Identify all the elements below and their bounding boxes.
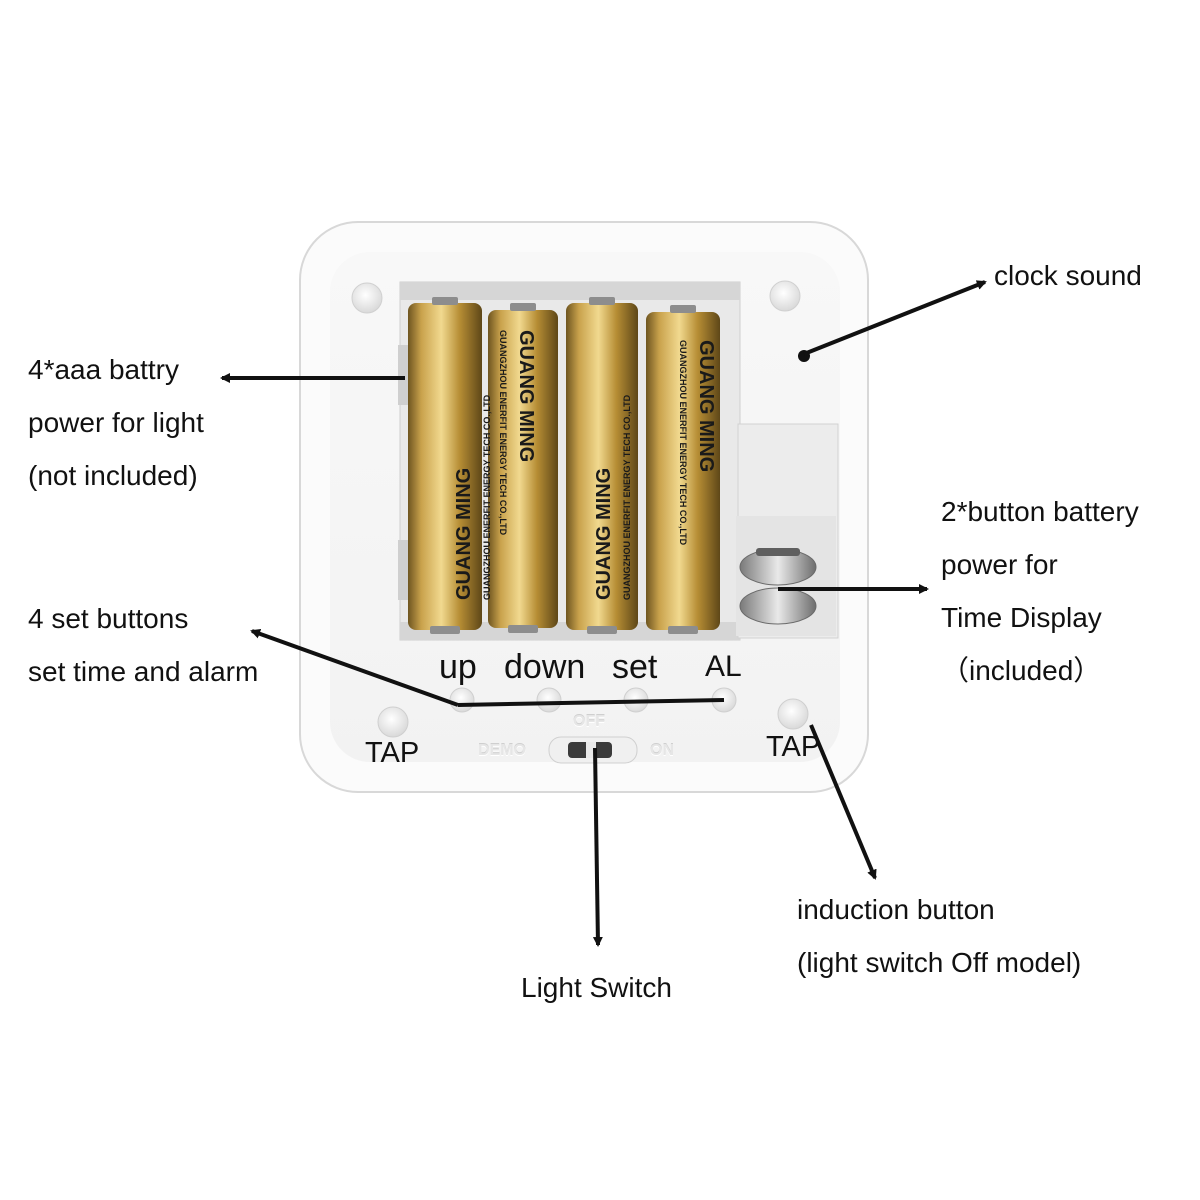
arrow-set-buttons-line — [457, 698, 725, 707]
clock-sound-label: clock sound — [994, 260, 1142, 291]
down-button[interactable] — [536, 687, 562, 713]
arrow-clock-sound — [803, 280, 987, 356]
battery-maker-text: GUANGZHOU ENERFIT ENERGY TECH CO.,LTD — [622, 394, 632, 600]
battery-brand-text: GUANG MING — [515, 330, 537, 462]
battery-maker-text: GUANGZHOU ENERFIT ENERGY TECH CO.,LTD — [678, 340, 688, 546]
aaa-battery — [566, 297, 638, 634]
battery-maker-text: GUANGZHOU ENERFIT ENERGY TECH CO.,LTD — [482, 394, 492, 600]
set-button-label: set — [612, 648, 658, 686]
battery-brand-text: GUANG MING — [453, 468, 475, 600]
up-button-label: up — [439, 648, 477, 686]
induction-button-label-line1: induction button — [797, 894, 995, 925]
arrow-light-switch — [592, 747, 603, 947]
case-screw-boss — [351, 282, 383, 314]
tap-right-label: TAP — [766, 731, 821, 763]
button-cell — [739, 587, 817, 625]
set-buttons-label-line2: set time and alarm — [28, 656, 259, 687]
battery-printing: GUANG MING GUANGZHOU ENERFIT ENERGY TECH… — [453, 330, 717, 600]
light-switch-label: Light Switch — [521, 972, 672, 1003]
battery-brand-text: GUANG MING — [695, 340, 717, 472]
tap-left-button[interactable] — [377, 706, 409, 738]
aaa-batteries — [408, 297, 720, 634]
battery-maker-text: GUANGZHOU ENERFIT ENERGY TECH CO.,LTD — [498, 330, 508, 536]
arrow-induction-button — [809, 724, 877, 880]
arrow-set-buttons — [250, 628, 459, 707]
button-battery-label-line3: Time Display — [941, 602, 1102, 633]
callout-arrows — [220, 280, 987, 947]
induction-button-label-line2: (light switch Off model) — [797, 947, 1082, 978]
up-button[interactable] — [449, 687, 475, 713]
aaa-battery-label-line1: 4*aaa battry — [28, 354, 179, 385]
alarm-button-label: AL — [705, 650, 742, 683]
tap-left-label: TAP — [365, 737, 420, 769]
switch-on-marking: ON — [650, 742, 674, 759]
aaa-battery — [488, 303, 558, 633]
button-battery-label-line1: 2*button battery — [941, 496, 1139, 527]
button-battery-compartment — [736, 423, 839, 639]
aaa-battery — [646, 305, 720, 634]
tap-right-button[interactable] — [777, 698, 809, 730]
button-battery-label-line4: （included） — [941, 655, 1102, 686]
switch-off-marking: OFF — [573, 713, 605, 730]
set-buttons-label-line1: 4 set buttons — [28, 603, 189, 634]
switch-demo-marking: DEMO — [478, 742, 526, 759]
case-screw-boss — [769, 280, 801, 312]
aaa-battery — [408, 297, 482, 634]
battery-brand-text: GUANG MING — [593, 468, 615, 600]
button-battery-label-line2: power for — [941, 549, 1058, 580]
aaa-battery-label-line3: (not included) — [28, 460, 198, 491]
down-button-label: down — [504, 648, 586, 686]
aaa-battery-label-line2: power for light — [28, 407, 204, 438]
light-switch[interactable] — [548, 736, 638, 764]
